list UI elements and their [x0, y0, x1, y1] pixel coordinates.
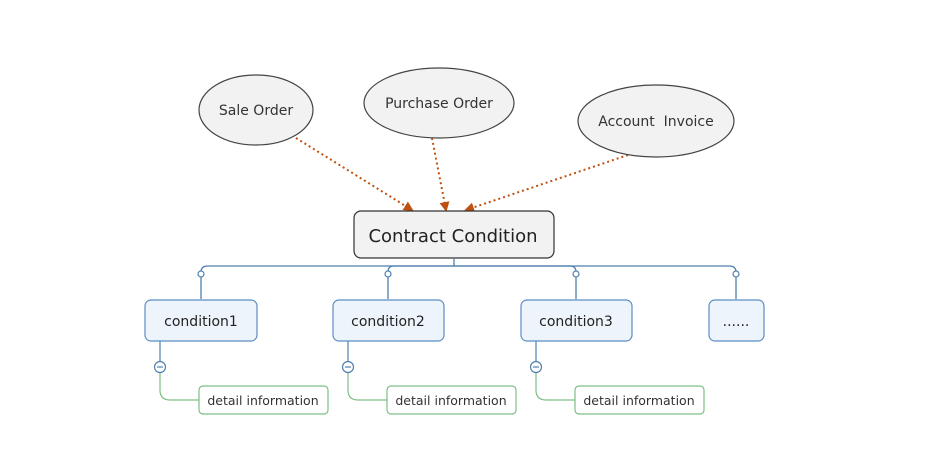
condition-node-3[interactable]: condition3	[520, 299, 633, 342]
condition-label: condition1	[164, 314, 238, 330]
collapse-minus-icon[interactable]	[341, 360, 355, 374]
arrow-sale-order	[295, 137, 414, 212]
condition-node-2[interactable]: condition2	[332, 299, 445, 342]
collapse-minus-icon[interactable]	[529, 360, 543, 374]
condition-label: condition3	[539, 314, 613, 330]
source-label: Purchase Order	[385, 96, 493, 112]
source-label: Account Invoice	[598, 114, 713, 130]
connector-dots	[197, 270, 740, 278]
detail-label: detail information	[395, 393, 506, 408]
detail-node-2[interactable]: detail information	[386, 385, 517, 415]
source-label: Sale Order	[219, 103, 293, 119]
detail-node-3[interactable]: detail information	[574, 385, 705, 415]
source-arrows	[295, 137, 629, 213]
branch-line-4	[454, 265, 737, 299]
collapse-minus-icon[interactable]	[153, 360, 167, 374]
arrow-account-invoice	[464, 154, 629, 213]
center-node-contract-condition[interactable]: Contract Condition	[353, 210, 555, 259]
detail-line-2	[347, 373, 387, 401]
branch-line-2	[387, 265, 454, 299]
connector-dot-icon	[572, 270, 580, 278]
condition-node-more[interactable]: ......	[708, 299, 765, 342]
connector-dot-icon	[384, 270, 392, 278]
connector-dot-icon	[732, 270, 740, 278]
detail-label: detail information	[207, 393, 318, 408]
tree-connectors	[200, 258, 737, 299]
detail-line-3	[535, 373, 575, 401]
connector-dot-icon	[197, 270, 205, 278]
detail-line-1	[159, 373, 199, 401]
detail-connectors	[159, 341, 575, 401]
branch-line-1	[200, 265, 454, 299]
detail-node-1[interactable]: detail information	[198, 385, 329, 415]
source-node-sale-order[interactable]: Sale Order	[198, 74, 314, 146]
condition-label: ......	[723, 314, 750, 330]
source-node-purchase-order[interactable]: Purchase Order	[363, 67, 515, 139]
condition-label: condition2	[351, 314, 425, 330]
condition-node-1[interactable]: condition1	[144, 299, 258, 342]
detail-label: detail information	[583, 393, 694, 408]
source-node-account-invoice[interactable]: Account Invoice	[577, 84, 735, 158]
center-label: Contract Condition	[368, 226, 537, 247]
arrow-purchase-order	[431, 137, 450, 212]
branch-line-3	[454, 265, 577, 299]
